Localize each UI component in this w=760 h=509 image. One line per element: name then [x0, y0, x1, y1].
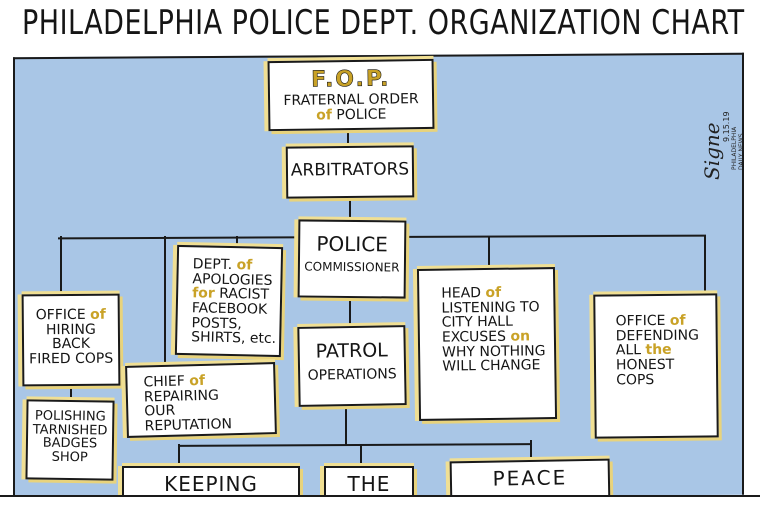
connector-hiring — [60, 236, 62, 296]
box-chief-of-repairing-our-reputation: CHIEF of REPAIRING OUR REPUTATION — [125, 362, 277, 438]
connector-commissioner-patrol — [349, 298, 351, 328]
patrol-line2: OPERATIONS — [307, 366, 397, 384]
box-dept-of-apologies: DEPT. of APOLOGIES for RACIST FACEBOOK P… — [174, 244, 284, 358]
connector-arbitrators-commissioner — [349, 196, 351, 222]
box-arbitrators: ARBITRATORS — [285, 145, 415, 199]
hiring-line1: OFFICE — [35, 306, 86, 324]
listening-line1: HEAD — [441, 285, 482, 302]
keeping-label: KEEPING — [164, 472, 258, 496]
connector-apologies — [236, 236, 238, 248]
hiring-accent: of — [90, 306, 106, 323]
listening-accent1: of — [485, 284, 502, 302]
artist-signature: Signe 9.15.19 PHILADELPHIA DAILY NEWS — [700, 70, 745, 180]
reputation-accent: of — [189, 372, 206, 390]
apologies-accent1: of — [236, 257, 253, 274]
listening-line6: WILL CHANGE — [442, 357, 541, 376]
signature-publication: PHILADELPHIA DAILY NEWS — [731, 127, 745, 170]
listening-accent2: on — [510, 328, 531, 345]
defending-line1: OFFICE — [615, 312, 666, 330]
fop-accent: of — [316, 107, 333, 124]
connector-reputation — [164, 236, 166, 364]
defending-line4: HONEST — [615, 356, 675, 374]
patrol-line1: PATROL — [315, 339, 388, 363]
box-police-commissioner: POLICE COMMISSIONER — [297, 219, 407, 299]
arbitrators-label: ARBITRATORS — [290, 159, 410, 181]
box-office-of-hiring-back-fired-cops: OFFICE of HIRING BACK FIRED COPS — [21, 293, 121, 387]
defending-accent1: of — [669, 312, 686, 329]
peace-label: PEACE — [492, 465, 568, 491]
connector-hiring-polishing — [70, 387, 72, 401]
connector-keeping — [178, 444, 180, 468]
connector-defending — [704, 236, 706, 294]
commissioner-line2: COMMISSIONER — [304, 259, 400, 275]
polishing-line4: SHOP — [51, 449, 88, 466]
fop-line2: POLICE — [336, 106, 387, 123]
hiring-line4: FIRED COPS — [29, 350, 114, 368]
reputation-line4: REPUTATION — [144, 416, 233, 435]
box-polishing-tarnished-badges-shop: POLISHING TARNISHED BADGES SHOP — [25, 399, 115, 481]
box-patrol-operations: PATROL OPERATIONS — [297, 325, 407, 407]
box-head-of-listening-to-city-hall: HEAD of LISTENING TO CITY HALL EXCUSES o… — [416, 267, 558, 421]
fop-abbrev: F.O.P. — [311, 66, 391, 93]
connector-fop-arbitrators — [347, 128, 349, 148]
publication-line2: DAILY NEWS — [737, 133, 745, 170]
apologies-line6: SHIRTS, etc. — [191, 329, 277, 348]
cartoon-title: PHILADELPHIA POLICE DEPT. ORGANIZATION C… — [22, 4, 745, 43]
connector-the — [360, 444, 362, 466]
connector-peace — [530, 440, 532, 462]
commissioner-line1: POLICE — [316, 231, 388, 257]
connector-patrol-bottom — [345, 405, 347, 445]
signature-name: Signe — [700, 122, 724, 180]
signature-date: 9.15.19 — [722, 111, 731, 142]
connector-listening — [488, 236, 490, 268]
the-label: THE — [347, 472, 391, 496]
defending-line5: COPS — [616, 371, 655, 389]
bottom-border — [0, 495, 760, 509]
box-fop: F.O.P. FRATERNAL ORDER of POLICE — [267, 58, 435, 132]
box-office-of-defending-honest-cops: OFFICE of DEFENDING ALL the HONEST COPS — [593, 293, 719, 439]
